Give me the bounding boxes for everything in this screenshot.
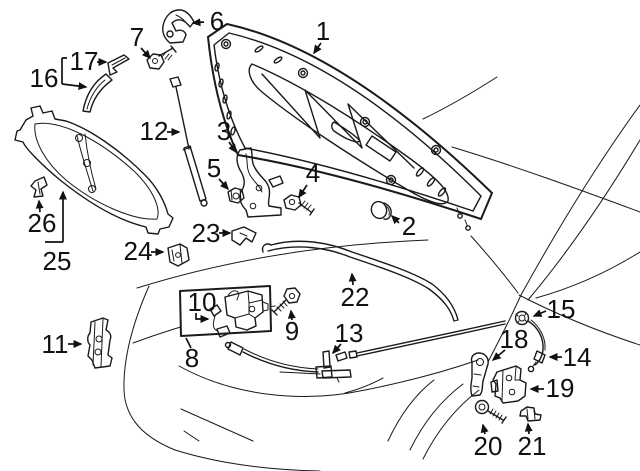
callout-23[interactable]: 23 (192, 218, 232, 248)
callout-label-1[interactable]: 1 (316, 16, 330, 46)
callout-label-3[interactable]: 3 (217, 116, 231, 146)
callout-label-5[interactable]: 5 (207, 153, 221, 183)
callout-11[interactable]: 11 (42, 329, 83, 359)
callout-18[interactable]: 18 (491, 324, 529, 361)
callout-15[interactable]: 15 (532, 294, 576, 324)
bracket-11 (87, 317, 113, 369)
hood-hinge (236, 147, 284, 218)
callout-label-2[interactable]: 2 (402, 211, 416, 241)
bolt-icon (146, 45, 177, 70)
callout-19[interactable]: 19 (529, 373, 575, 403)
callout-label-25[interactable]: 25 (43, 246, 72, 276)
callout-label-26[interactable]: 26 (28, 208, 57, 238)
callout-label-15[interactable]: 15 (547, 294, 576, 324)
callout-6[interactable]: 6 (191, 6, 224, 36)
release-cable (224, 320, 506, 383)
callout-1[interactable]: 1 (313, 16, 330, 55)
callout-4[interactable]: 4 (298, 158, 320, 199)
hinge-cover (162, 9, 195, 44)
hex-nut (227, 187, 245, 204)
callout-5[interactable]: 5 (207, 153, 230, 191)
hood-buffer (370, 200, 392, 220)
clip-17 (107, 54, 130, 76)
callout-label-12[interactable]: 12 (140, 116, 169, 146)
latch-sensor (209, 304, 231, 338)
callout-25[interactable]: 25 (43, 190, 72, 276)
hex-bolt-9 (271, 287, 301, 316)
pad-strip-16 (82, 73, 113, 113)
callout-3[interactable]: 3 (217, 116, 237, 154)
callout-22[interactable]: 22 (341, 272, 370, 312)
callouts: 1 2 3 4 5 6 7 8 (28, 6, 592, 461)
callout-label-9[interactable]: 9 (285, 316, 299, 346)
callout-12[interactable]: 12 (140, 116, 181, 146)
front-seal (261, 240, 459, 322)
callout-label-11[interactable]: 11 (42, 329, 69, 359)
callout-label-10[interactable]: 10 (188, 287, 217, 317)
hex-bolt-4 (283, 194, 315, 216)
callout-26[interactable]: 26 (28, 199, 57, 238)
callout-label-6[interactable]: 6 (210, 6, 224, 36)
callout-label-4[interactable]: 4 (306, 158, 320, 188)
lock-cable-end (527, 319, 546, 373)
lock-bracket (490, 365, 527, 404)
latch-assembly-box (179, 285, 272, 338)
callout-label-8[interactable]: 8 (185, 343, 199, 373)
callout-10[interactable]: 10 (188, 287, 217, 323)
clip-24 (167, 243, 190, 267)
clip-21 (519, 406, 542, 422)
callout-13[interactable]: 13 (332, 318, 364, 355)
gas-strut (169, 76, 208, 207)
callout-20[interactable]: 20 (474, 423, 503, 461)
callout-21[interactable]: 21 (518, 422, 547, 461)
cable-grommet (514, 310, 530, 326)
clip-23 (231, 226, 257, 246)
callout-label-24[interactable]: 24 (124, 236, 153, 266)
callout-17[interactable]: 17 (70, 46, 108, 76)
callout-label-14[interactable]: 14 (563, 342, 592, 372)
callout-7[interactable]: 7 (130, 22, 152, 60)
callout-label-21[interactable]: 21 (518, 431, 547, 461)
car-body-outline (123, 76, 640, 471)
callout-label-23[interactable]: 23 (192, 218, 221, 248)
callout-label-13[interactable]: 13 (335, 318, 364, 348)
callout-24[interactable]: 24 (124, 236, 165, 266)
release-lever (470, 352, 489, 397)
callout-label-16[interactable]: 16 (30, 63, 59, 93)
callout-label-22[interactable]: 22 (341, 282, 370, 312)
callout-label-19[interactable]: 19 (546, 373, 575, 403)
insulator-pad (14, 105, 174, 235)
hood-latch (224, 290, 269, 331)
callout-8[interactable]: 8 (185, 337, 199, 373)
callout-label-7[interactable]: 7 (130, 22, 144, 52)
screw-20 (474, 399, 507, 424)
callout-14[interactable]: 14 (548, 342, 592, 372)
callout-9[interactable]: 9 (285, 309, 299, 346)
callout-label-17[interactable]: 17 (70, 46, 99, 76)
callout-label-20[interactable]: 20 (474, 431, 503, 461)
callout-2[interactable]: 2 (390, 211, 416, 241)
callout-label-18[interactable]: 18 (500, 324, 529, 354)
hood-panel (207, 23, 493, 231)
callout-16[interactable]: 16 (30, 57, 88, 93)
clip-26 (30, 176, 48, 198)
